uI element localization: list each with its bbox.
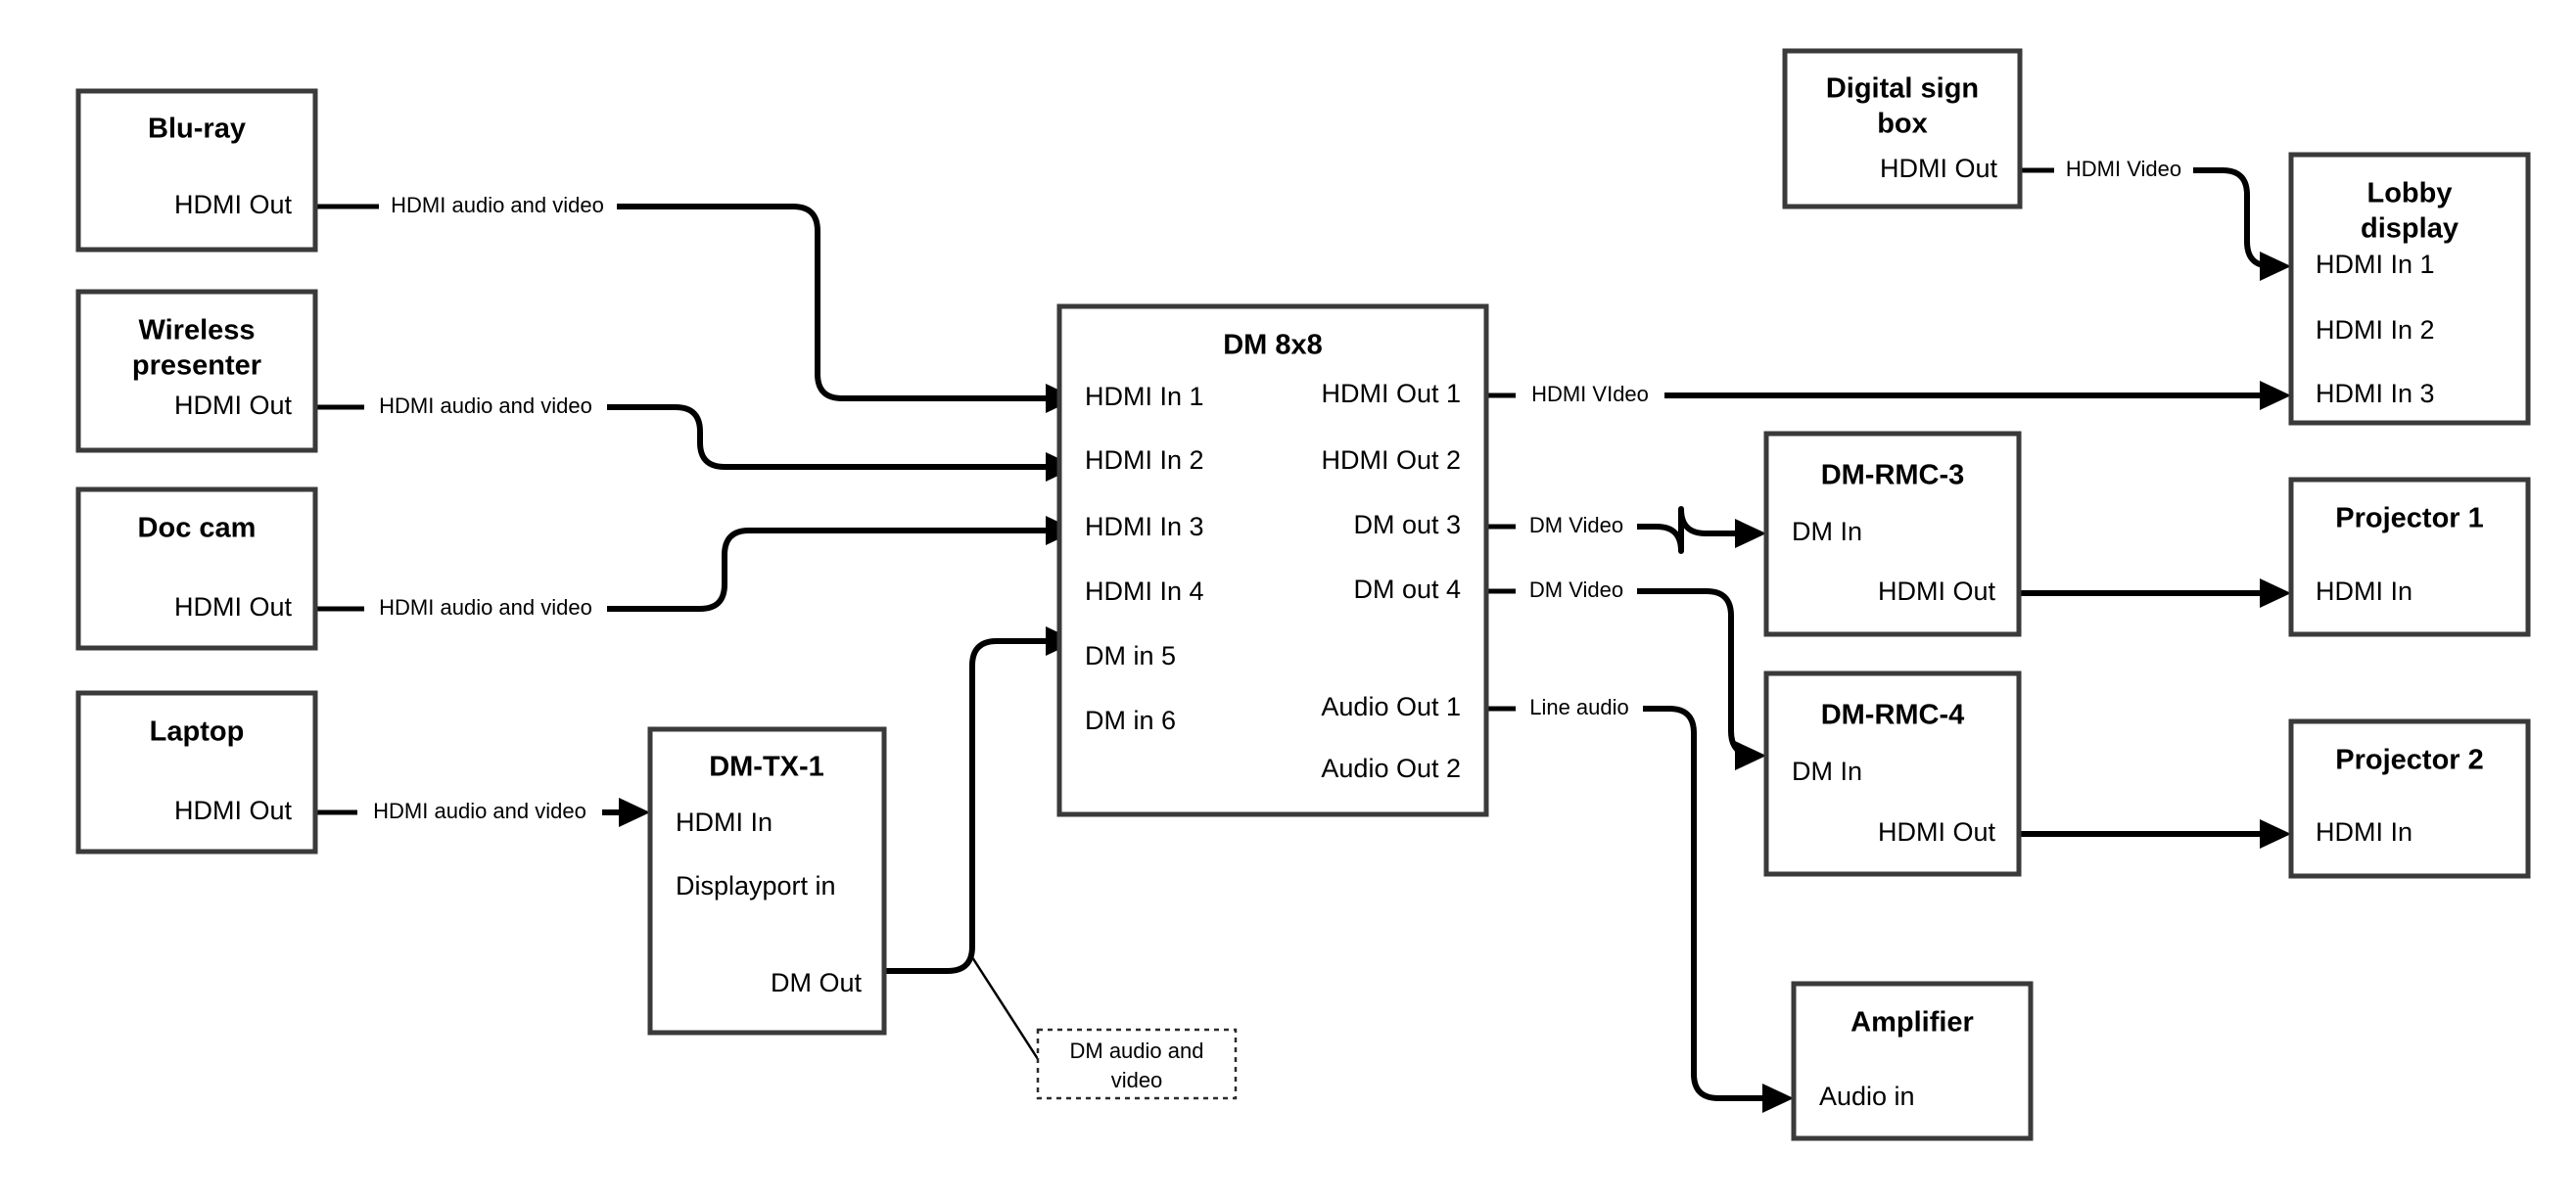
device-title: DM-RMC-3 xyxy=(1821,460,1965,491)
connector-dm-out3-to-rmc3-in xyxy=(1486,506,1766,554)
device-title: DM-RMC-4 xyxy=(1821,700,1965,731)
connector-dm-out1-to-lobby-in3 xyxy=(1486,381,2291,410)
port-hdmi-out: HDMI Out xyxy=(174,592,293,622)
cable-label-dm-out4-to-rmc4: DM Video xyxy=(1529,577,1623,602)
port-hdmi-in-3: HDMI In 3 xyxy=(1085,512,1204,541)
port-hdmi-in-3: HDMI In 3 xyxy=(2316,379,2435,408)
port-dm-in: DM In xyxy=(1792,517,1862,546)
device-title: Amplifier xyxy=(1850,1007,1974,1039)
device-dm-rmc-3[interactable]: DM-RMC-3 DM In HDMI Out xyxy=(1763,431,2022,637)
device-lobby-display[interactable]: Lobby display HDMI In 1 HDMI In 2 HDMI I… xyxy=(2288,152,2531,426)
port-dm-out-4: DM out 4 xyxy=(1353,575,1461,604)
callout-line1: DM audio and xyxy=(1070,1039,1204,1063)
cable-label-audio-out1-to-amp: Line audio xyxy=(1529,695,1629,719)
device-dm-8x8[interactable]: DM 8x8 HDMI In 1 HDMI In 2 HDMI In 3 HDM… xyxy=(1056,303,1489,817)
connector-rmc4-out-to-projector2-in xyxy=(2019,819,2291,849)
device-wireless-presenter[interactable]: Wireless presenter HDMI Out xyxy=(75,289,318,453)
cable-label-dm-out3-to-rmc3: DM Video xyxy=(1529,513,1623,537)
device-title-line2: box xyxy=(1877,109,1928,140)
device-title: Blu-ray xyxy=(148,114,246,145)
port-hdmi-out: HDMI Out xyxy=(174,190,293,219)
port-hdmi-out: HDMI Out xyxy=(1878,577,1996,606)
port-audio-out-2: Audio Out 2 xyxy=(1321,754,1461,783)
port-hdmi-out: HDMI Out xyxy=(174,796,293,825)
cable-label-wireless-to-dm: HDMI audio and video xyxy=(379,393,592,418)
device-title-line1: Digital sign xyxy=(1826,73,1979,105)
port-hdmi-in-2: HDMI In 2 xyxy=(2316,315,2435,345)
callout-leader-line xyxy=(970,956,1040,1060)
port-hdmi-out: HDMI Out xyxy=(1880,154,1998,183)
port-hdmi-in-1: HDMI In 1 xyxy=(1085,382,1204,411)
device-title-line1: Wireless xyxy=(138,315,255,346)
device-amplifier[interactable]: Amplifier Audio in xyxy=(1791,981,2034,1141)
port-hdmi-in: HDMI In xyxy=(2316,817,2412,847)
connector-dm-out4-to-rmc4-in xyxy=(1486,588,1766,770)
port-audio-out-1: Audio Out 1 xyxy=(1321,692,1461,721)
cable-label-dm-out1-to-lobby: HDMI VIdeo xyxy=(1531,382,1649,406)
port-dm-in-5: DM in 5 xyxy=(1085,641,1176,670)
port-hdmi-out: HDMI Out xyxy=(1878,817,1996,847)
cable-label-sign-to-lobby: HDMI Video xyxy=(2066,157,2181,181)
port-hdmi-in-1: HDMI In 1 xyxy=(2316,250,2435,279)
device-dm-rmc-4[interactable]: DM-RMC-4 DM In HDMI Out xyxy=(1763,670,2022,877)
port-hdmi-in: HDMI In xyxy=(2316,577,2412,606)
device-title: Projector 2 xyxy=(2335,745,2484,776)
port-hdmi-in-4: HDMI In 4 xyxy=(1085,577,1204,606)
cable-label-bluray-to-dm: HDMI audio and video xyxy=(391,193,604,217)
connector-audio-out1-to-amplifier xyxy=(1486,706,1794,1113)
cable-label-laptop-to-tx: HDMI audio and video xyxy=(373,799,586,823)
device-title: DM 8x8 xyxy=(1223,330,1323,361)
device-dm-tx-1[interactable]: DM-TX-1 HDMI In Displayport in DM Out xyxy=(647,726,887,1036)
port-dm-in-6: DM in 6 xyxy=(1085,706,1176,735)
cable-label-doccam-to-dm: HDMI audio and video xyxy=(379,595,592,620)
port-audio-in: Audio in xyxy=(1819,1082,1915,1111)
device-projector-1[interactable]: Projector 1 HDMI In xyxy=(2288,477,2531,637)
device-digital-sign-box[interactable]: Digital sign box HDMI Out xyxy=(1782,48,2023,209)
device-title-line1: Lobby xyxy=(2367,178,2453,209)
callout-line2: video xyxy=(1111,1068,1163,1092)
port-displayport-in: Displayport in xyxy=(676,871,836,901)
port-dm-in: DM In xyxy=(1792,757,1862,786)
device-title: DM-TX-1 xyxy=(709,752,824,783)
device-bluray[interactable]: Blu-ray HDMI Out xyxy=(75,88,318,253)
port-hdmi-out-1: HDMI Out 1 xyxy=(1321,379,1461,408)
connector-sign-to-lobby-in1 xyxy=(2020,167,2291,281)
port-hdmi-in: HDMI In xyxy=(676,808,773,837)
port-hdmi-out-2: HDMI Out 2 xyxy=(1321,445,1461,475)
port-hdmi-out: HDMI Out xyxy=(174,391,293,420)
device-title-line2: display xyxy=(2361,213,2459,245)
device-projector-2[interactable]: Projector 2 HDMI In xyxy=(2288,718,2531,879)
device-title-line2: presenter xyxy=(132,350,261,382)
connector-laptop-to-dmtx-in xyxy=(315,798,650,827)
port-dm-out: DM Out xyxy=(771,968,863,997)
device-doc-cam[interactable]: Doc cam HDMI Out xyxy=(75,486,318,651)
callout-dm-audio-and-video: DM audio and video xyxy=(1036,1028,1238,1100)
connector-rmc3-out-to-projector1-in xyxy=(2019,578,2291,608)
device-title: Laptop xyxy=(150,716,245,748)
port-dm-out-3: DM out 3 xyxy=(1353,510,1461,539)
device-title: Projector 1 xyxy=(2335,503,2484,534)
device-title: Doc cam xyxy=(138,513,257,544)
device-laptop[interactable]: Laptop HDMI Out xyxy=(75,690,318,855)
port-hdmi-in-2: HDMI In 2 xyxy=(1085,445,1204,475)
